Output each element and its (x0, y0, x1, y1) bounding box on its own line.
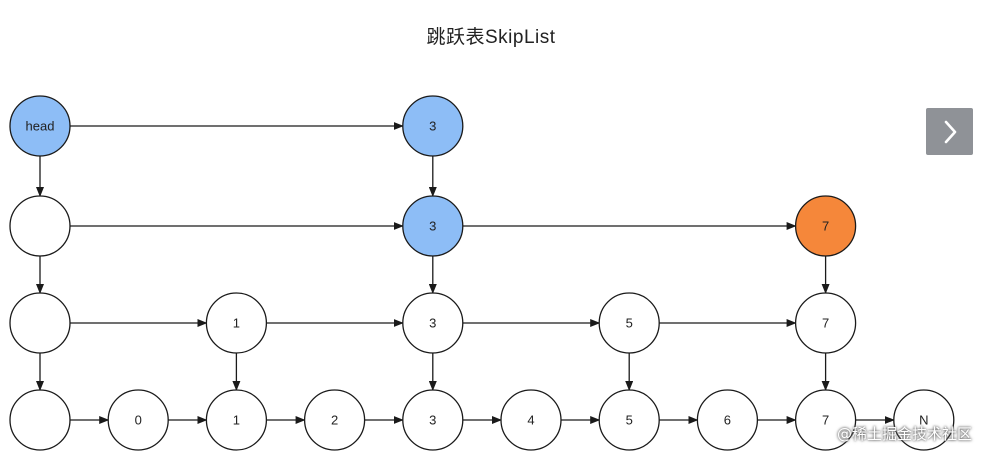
node-label: 1 (233, 316, 240, 331)
list-node: 5 (598, 292, 660, 354)
node-label: 5 (626, 316, 633, 331)
list-node: N (893, 389, 955, 451)
node-label: 6 (724, 413, 731, 428)
node-circle (9, 195, 71, 257)
chevron-right-icon (944, 120, 956, 143)
node-label: 7 (822, 219, 829, 234)
node-label: head (26, 119, 55, 134)
node-label: 2 (331, 413, 338, 428)
node-circle (402, 195, 464, 257)
head-node: head (9, 95, 71, 157)
node-circle (107, 389, 169, 451)
node-label: 7 (822, 316, 829, 331)
list-node: 3 (402, 292, 464, 354)
watermark-text: @稀土掘金技术社区 (836, 425, 972, 443)
list-node: 1 (205, 389, 268, 451)
node-circle (9, 95, 71, 157)
node-circle (9, 389, 71, 451)
list-node (9, 195, 71, 257)
list-node: 4 (500, 389, 562, 451)
node-circle (402, 389, 464, 451)
node-label: 0 (135, 413, 142, 428)
node-circle (794, 195, 857, 257)
node-circle (9, 292, 71, 354)
node-circle (303, 389, 366, 451)
node-circle (598, 389, 660, 451)
diagram-title: 跳跃表SkipList (426, 27, 556, 48)
node-label: 3 (429, 316, 436, 331)
node-circle (696, 389, 759, 451)
list-node: 2 (303, 389, 366, 451)
node-circle (205, 292, 268, 354)
list-node (9, 292, 71, 354)
node-label: 4 (527, 413, 534, 428)
node-circle (402, 292, 464, 354)
node-circle (794, 292, 857, 354)
node-circle (893, 389, 955, 451)
node-circle (205, 389, 268, 451)
list-node: 7 (794, 389, 857, 451)
node-label: N (919, 413, 928, 428)
node-label: 3 (429, 119, 436, 134)
list-node: 7 (794, 292, 857, 354)
node-label: 5 (626, 413, 633, 428)
next-slide-button[interactable] (926, 108, 973, 155)
node-label: 1 (233, 413, 240, 428)
list-node: 7 (794, 195, 857, 257)
node-circle (598, 292, 660, 354)
list-node: 3 (402, 389, 464, 451)
list-node: 5 (598, 389, 660, 451)
node-circle (794, 389, 857, 451)
node-circle (402, 95, 464, 157)
node-label: 7 (822, 413, 829, 428)
list-node: 1 (205, 292, 268, 354)
list-node: 0 (107, 389, 169, 451)
node-label: 3 (429, 219, 436, 234)
list-node: 3 (402, 95, 464, 157)
list-node: 3 (402, 195, 464, 257)
list-node (9, 389, 71, 451)
list-node: 6 (696, 389, 759, 451)
node-label: 3 (429, 413, 436, 428)
node-circle (500, 389, 562, 451)
